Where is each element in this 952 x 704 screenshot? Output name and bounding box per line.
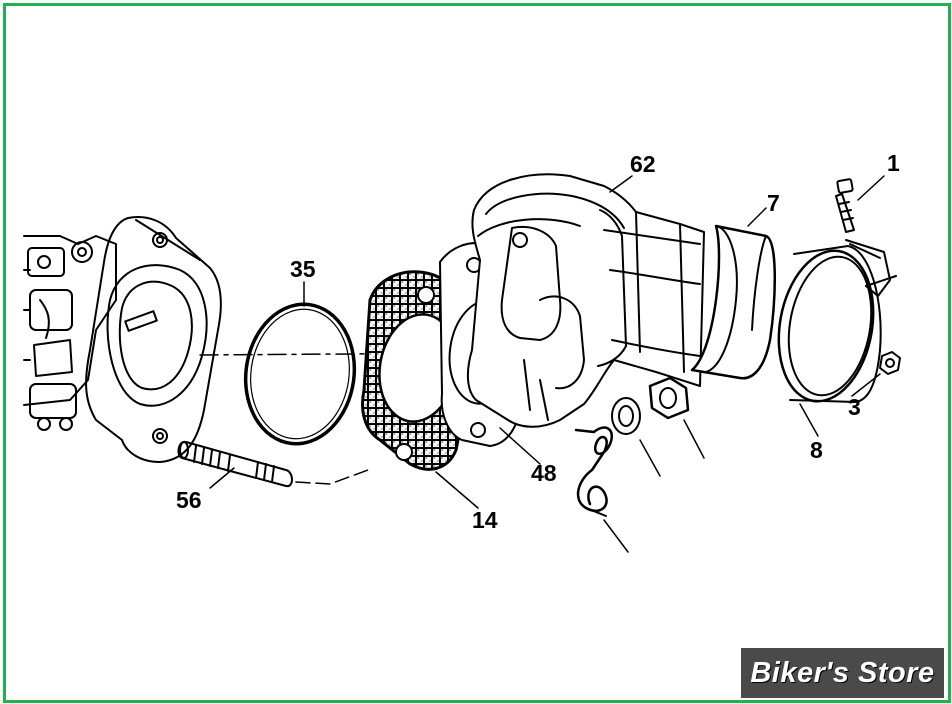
callout-35: 35 <box>290 256 316 282</box>
washer-part <box>611 397 641 435</box>
spring-part <box>574 426 613 517</box>
watermark-text: Biker's Store <box>750 656 935 689</box>
clamp-ring-8 <box>777 239 897 403</box>
callout-14: 14 <box>472 507 498 533</box>
callout-3: 3 <box>848 394 861 420</box>
leader-lines <box>209 175 885 553</box>
callout-8: 8 <box>810 437 823 463</box>
intake-manifold-62 <box>466 173 705 428</box>
callout-48: 48 <box>531 460 557 486</box>
nut-3 <box>879 351 901 375</box>
stud-centerline <box>295 469 369 485</box>
sleeve-7 <box>690 224 777 380</box>
carburetor-flange <box>85 216 222 463</box>
callout-56: 56 <box>176 487 202 513</box>
screw-1 <box>835 178 855 233</box>
callout-7: 7 <box>767 190 780 216</box>
store-watermark: Biker's Store <box>741 648 944 698</box>
carburetor-body <box>23 235 117 431</box>
o-ring-35 <box>243 302 357 446</box>
callout-62: 62 <box>630 151 656 177</box>
stud-56 <box>177 440 293 488</box>
callout-1: 1 <box>887 150 900 176</box>
hex-nut-part <box>648 376 690 420</box>
